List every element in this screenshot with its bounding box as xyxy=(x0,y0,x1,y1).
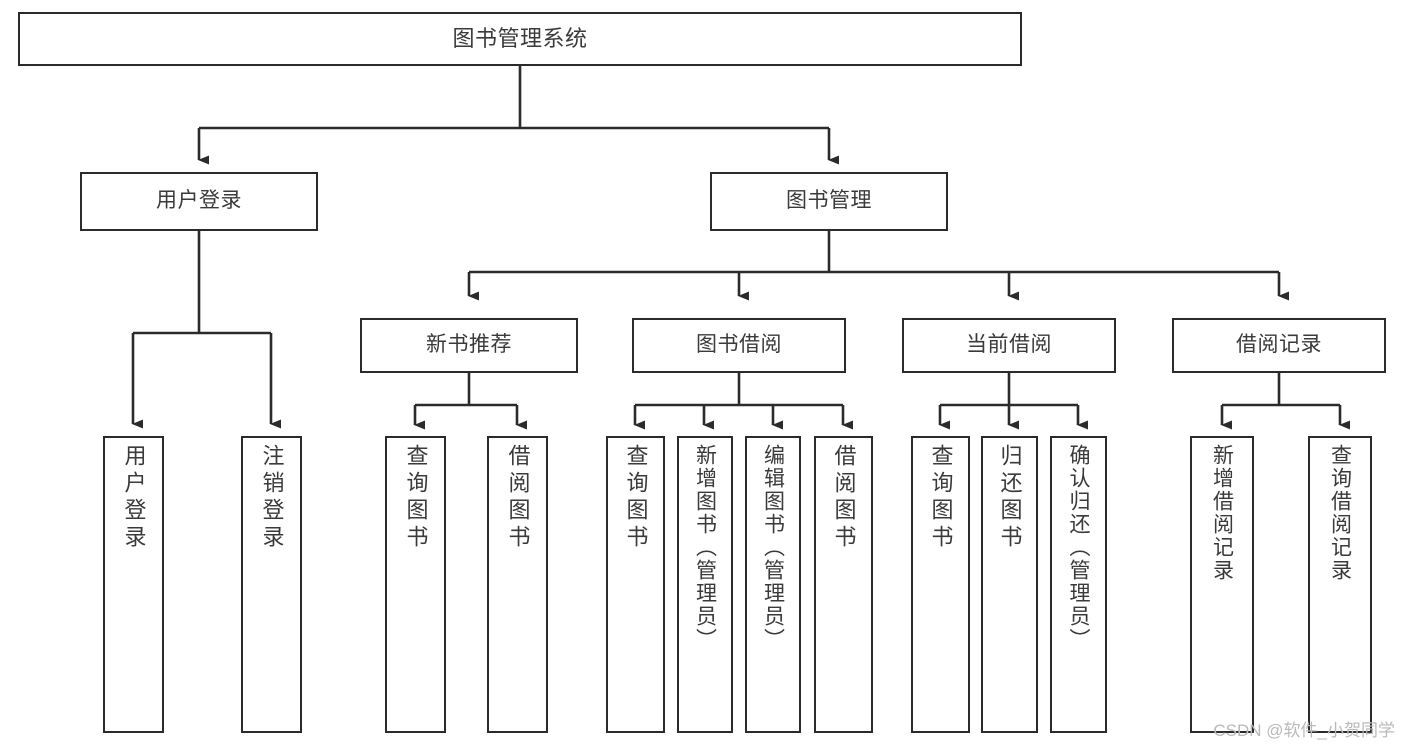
node-label: 新增图书（管理员） xyxy=(693,444,717,651)
node-label: 新书推荐 xyxy=(426,333,512,357)
node-label: 图书管理 xyxy=(786,189,872,213)
node-label: 新增借阅记录 xyxy=(1210,444,1234,582)
node-label: 归还图书 xyxy=(997,444,1023,552)
node-borrow-record[interactable]: 借阅记录 xyxy=(1172,318,1386,373)
leaf-logout-login[interactable]: 注销登录 xyxy=(241,436,302,733)
node-label: 用户登录 xyxy=(156,189,242,213)
node-label: 查询借阅记录 xyxy=(1328,444,1352,582)
node-label: 借阅图书 xyxy=(831,444,857,552)
leaf-query-book-2[interactable]: 查询图书 xyxy=(606,436,665,733)
node-label: 确认归还（管理员） xyxy=(1067,444,1090,651)
leaf-query-book-1[interactable]: 查询图书 xyxy=(385,436,446,733)
leaf-return-book[interactable]: 归还图书 xyxy=(981,436,1038,733)
node-label: 图书管理系统 xyxy=(452,26,588,52)
node-label: 查询图书 xyxy=(403,444,429,552)
leaf-query-book-3[interactable]: 查询图书 xyxy=(911,436,970,733)
node-label: 图书借阅 xyxy=(696,333,782,357)
node-book-management[interactable]: 图书管理 xyxy=(710,172,948,231)
node-label: 借阅图书 xyxy=(505,444,531,552)
leaf-add-record[interactable]: 新增借阅记录 xyxy=(1190,436,1254,733)
leaf-borrow-book-2[interactable]: 借阅图书 xyxy=(814,436,873,733)
node-user-login[interactable]: 用户登录 xyxy=(80,172,318,231)
leaf-edit-book[interactable]: 编辑图书（管理员） xyxy=(745,436,801,733)
leaf-query-record[interactable]: 查询借阅记录 xyxy=(1308,436,1372,733)
node-label: 借阅记录 xyxy=(1236,333,1322,357)
node-label: 查询图书 xyxy=(623,444,649,552)
node-label: 注销登录 xyxy=(259,444,285,552)
node-current-borrow[interactable]: 当前借阅 xyxy=(902,318,1116,373)
node-book-borrow[interactable]: 图书借阅 xyxy=(632,318,846,373)
node-root-system[interactable]: 图书管理系统 xyxy=(18,12,1022,66)
node-label: 用户登录 xyxy=(121,444,147,552)
leaf-confirm-return[interactable]: 确认归还（管理员） xyxy=(1050,436,1107,733)
csdn-watermark: CSDN @软件_小贺同学 xyxy=(1213,721,1395,740)
node-label: 查询图书 xyxy=(928,444,954,552)
node-new-book-recommend[interactable]: 新书推荐 xyxy=(360,318,578,373)
leaf-borrow-book-1[interactable]: 借阅图书 xyxy=(487,436,548,733)
leaf-user-login[interactable]: 用户登录 xyxy=(103,436,164,733)
node-label: 当前借阅 xyxy=(966,333,1052,357)
leaf-add-book[interactable]: 新增图书（管理员） xyxy=(677,436,733,733)
node-label: 编辑图书（管理员） xyxy=(761,444,785,651)
